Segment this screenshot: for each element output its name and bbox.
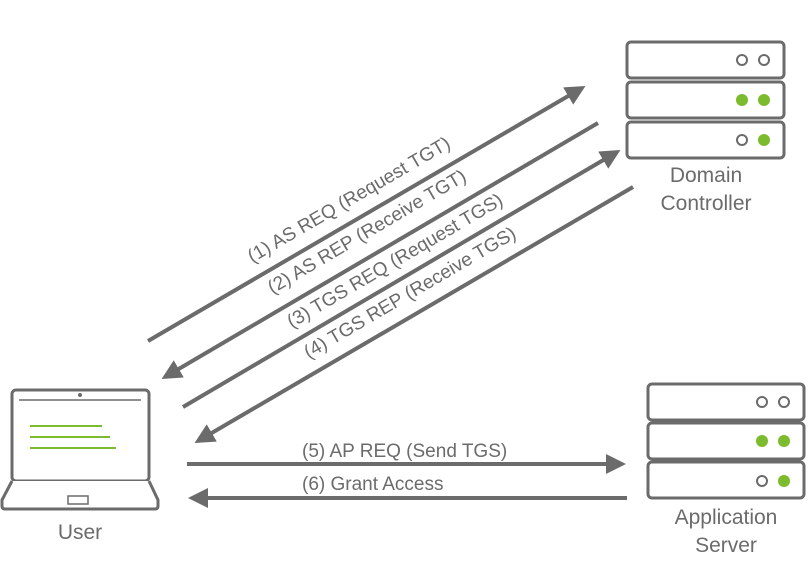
arrow-tgs-req	[181, 149, 621, 409]
message-label-6: (6) Grant Access	[302, 474, 444, 495]
status-led-on	[778, 435, 790, 447]
message-label-5: (5) AP REQ (Send TGS)	[302, 441, 507, 462]
server-unit	[625, 80, 786, 120]
laptop-base	[0, 480, 160, 511]
status-led-off	[756, 396, 768, 408]
server-unit	[646, 421, 806, 461]
arrow-as-rep	[161, 121, 600, 380]
laptop-camera	[78, 393, 82, 397]
status-led-off	[756, 475, 768, 487]
status-led-off	[736, 54, 748, 66]
domain-controller-label-line1: Domain	[670, 164, 742, 187]
application-server-label-line1: Application	[675, 506, 778, 529]
laptop-screen	[10, 388, 151, 483]
arrow-as-req	[146, 85, 586, 343]
status-led-on	[758, 134, 770, 146]
user-label: User	[58, 521, 102, 544]
domain-controller-server-icon	[625, 40, 786, 160]
status-led-on	[756, 435, 768, 447]
status-led-on	[758, 94, 770, 106]
server-unit	[646, 460, 806, 500]
application-server-label-line2: Server	[695, 534, 757, 557]
domain-controller-label-line2: Controller	[660, 192, 751, 215]
status-led-off	[778, 396, 790, 408]
laptop-trackpad	[67, 495, 89, 505]
status-led-on	[736, 94, 748, 106]
laptop-icon	[0, 388, 160, 511]
status-led-off	[736, 134, 748, 146]
status-led-off	[758, 54, 770, 66]
server-unit	[646, 382, 806, 422]
server-unit	[625, 120, 786, 160]
arrow-tgs-rep	[194, 185, 635, 444]
server-unit	[625, 40, 786, 80]
status-led-on	[778, 475, 790, 487]
application-server-icon	[646, 382, 806, 500]
